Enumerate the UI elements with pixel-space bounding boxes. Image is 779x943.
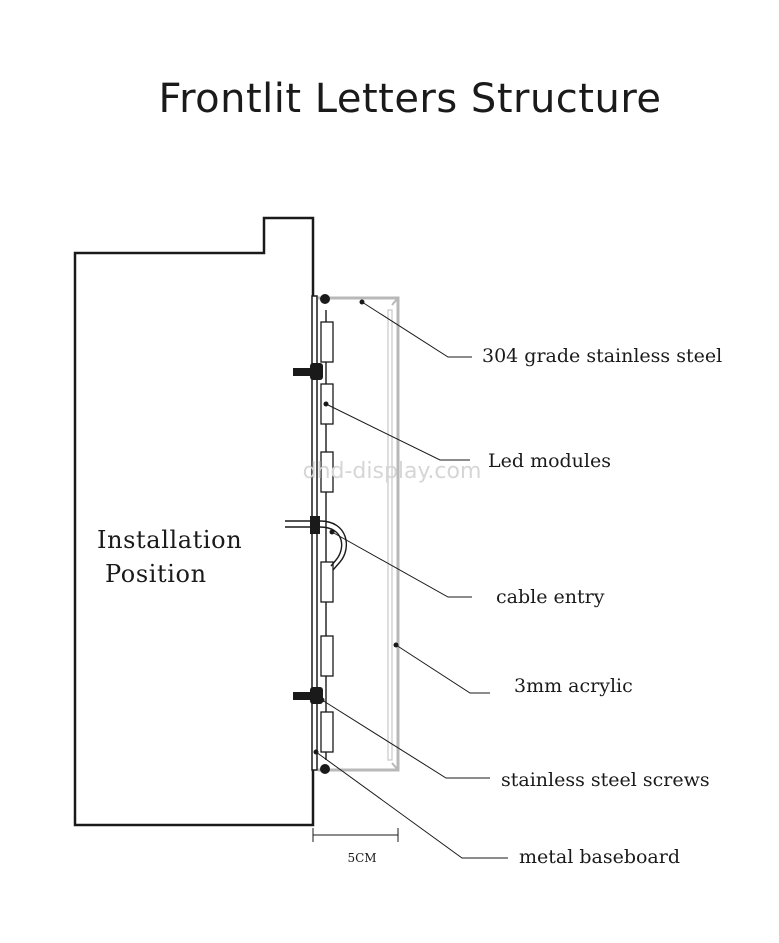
stainless-steel-lip-bottom [391, 762, 399, 771]
leader-acrylic [395, 644, 490, 694]
leader-led [325, 403, 470, 461]
wall-outline [73, 216, 315, 827]
position-label: Position [105, 560, 207, 588]
leader-dot [393, 642, 399, 648]
leader-cable [331, 531, 472, 598]
callout-leaders [315, 301, 508, 859]
acrylic-face [387, 309, 393, 761]
callout-led-modules: Led modules [488, 450, 611, 472]
leader-screws [321, 699, 490, 779]
cable-loop [319, 520, 348, 571]
wall-screw-upper-shaft [293, 368, 313, 376]
frame-screw-bottom [320, 764, 330, 774]
cable-entry-grommet [310, 516, 320, 534]
stainless-steel-frame [318, 296, 400, 772]
cable-loop [319, 526, 343, 567]
dimension-label: 5CM [347, 851, 376, 865]
callout-stainless-steel: 304 grade stainless steel [482, 345, 722, 367]
stainless-steel-lip-top [391, 297, 399, 306]
leader-dot [319, 697, 325, 703]
leader-dot [359, 299, 365, 305]
leader-stainless [361, 301, 472, 358]
callout-metal-baseboard: metal baseboard [519, 846, 680, 868]
callout-screws: stainless steel screws [501, 769, 710, 791]
led-module [320, 321, 334, 363]
watermark: dhd-display.com [303, 459, 482, 484]
led-module [320, 451, 334, 493]
leader-baseboard [315, 751, 508, 859]
led-module [320, 711, 334, 753]
diagram-title: Frontlit Letters Structure [158, 76, 661, 122]
led-module [320, 561, 334, 603]
leader-dot [323, 401, 329, 407]
leader-dot [329, 529, 335, 535]
led-module [320, 635, 334, 677]
callout-acrylic: 3mm acrylic [514, 675, 633, 697]
installation-label: Installation [97, 526, 242, 554]
callout-cable-entry: cable entry [496, 586, 605, 608]
frame-screw-top [320, 294, 330, 304]
leader-dot [313, 749, 319, 755]
wall-screw-lower-shaft [293, 692, 313, 700]
wall-screw-upper-head [310, 363, 323, 380]
